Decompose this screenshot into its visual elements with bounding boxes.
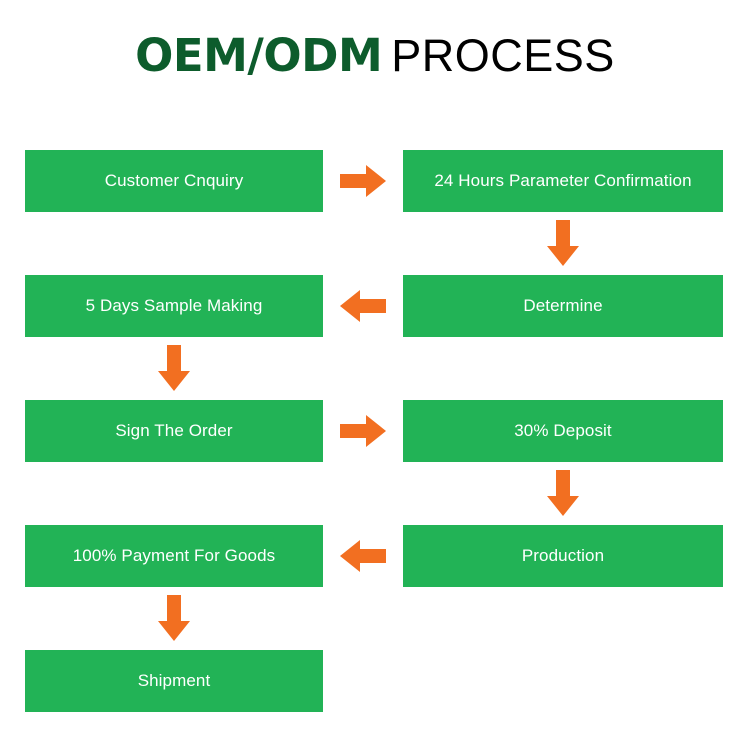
- flow-node-determine[interactable]: Determine: [403, 275, 723, 337]
- flow-node-sign-the-order[interactable]: Sign The Order: [25, 400, 323, 462]
- title-brand: OEM/ODM: [135, 29, 383, 82]
- arrow-right-icon: [340, 414, 386, 448]
- arrow-down-icon: [546, 220, 580, 266]
- flow-node-label: 5 Days Sample Making: [85, 296, 263, 316]
- arrow-left-icon: [340, 539, 386, 573]
- flow-node-customer-enquiry[interactable]: Customer Cnquiry: [25, 150, 323, 212]
- flow-node-label: 24 Hours Parameter Confirmation: [434, 171, 692, 191]
- flow-node-5-days-sample-making[interactable]: 5 Days Sample Making: [25, 275, 323, 337]
- arrow-down-icon: [157, 595, 191, 641]
- flow-node-production[interactable]: Production: [403, 525, 723, 587]
- arrow-right-icon: [340, 164, 386, 198]
- flow-node-100-percent-payment-for-goods[interactable]: 100% Payment For Goods: [25, 525, 323, 587]
- flow-node-shipment[interactable]: Shipment: [25, 650, 323, 712]
- title-word-process: PROCESS: [391, 30, 615, 81]
- arrow-down-icon: [546, 470, 580, 516]
- flow-node-label: Customer Cnquiry: [104, 171, 244, 191]
- flow-node-label: Production: [521, 546, 605, 566]
- flow-node-label: Sign The Order: [115, 421, 233, 441]
- flow-node-label: 100% Payment For Goods: [72, 546, 276, 566]
- flow-node-30-percent-deposit[interactable]: 30% Deposit: [403, 400, 723, 462]
- arrow-left-icon: [340, 289, 386, 323]
- flow-node-label: 30% Deposit: [514, 421, 612, 441]
- flow-node-24-hours-parameter-confirmation[interactable]: 24 Hours Parameter Confirmation: [403, 150, 723, 212]
- flow-node-label: Shipment: [137, 671, 211, 691]
- arrow-down-icon: [157, 345, 191, 391]
- flow-node-label: Determine: [523, 296, 603, 316]
